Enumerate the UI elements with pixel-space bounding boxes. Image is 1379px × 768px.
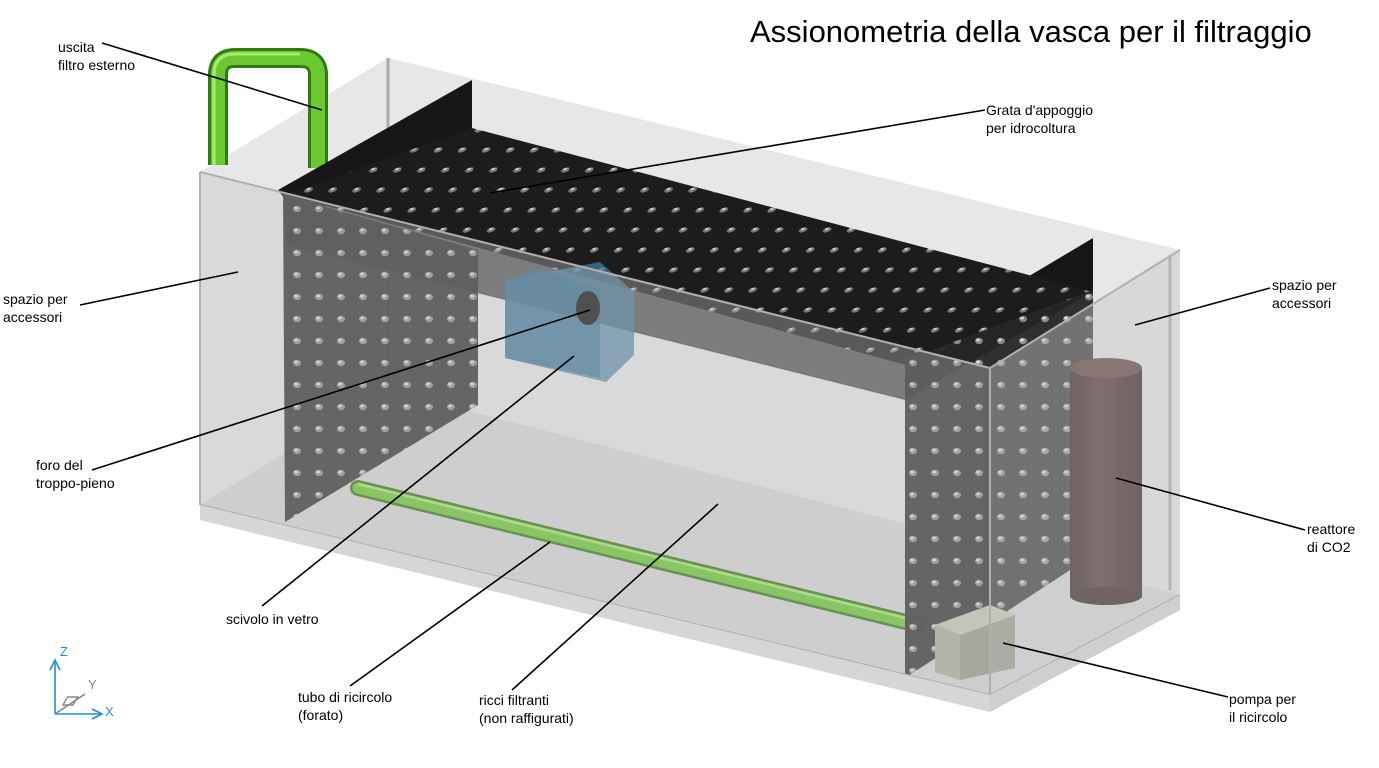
leader-foro	[91, 309, 591, 471]
recirculation-pump	[935, 605, 1015, 680]
axis-y-label: Y	[88, 677, 97, 692]
tank-glass-front	[199, 171, 1181, 712]
label-reattore: reattore di CO2	[1307, 521, 1356, 555]
leader-reattore	[1115, 477, 1306, 531]
leader-scivolo	[261, 355, 575, 607]
axis-x-label: X	[105, 704, 114, 719]
leader-pompa	[1002, 642, 1229, 698]
label-spazio-sinistra: spazio per accessori	[3, 291, 68, 325]
leader-lines	[79, 42, 1306, 698]
overflow-hole	[576, 291, 600, 325]
leader-spazio-sinistra	[79, 271, 239, 306]
leader-ricci	[511, 503, 719, 691]
glass-slide	[505, 262, 634, 382]
label-ricci: ricci filtranti (non raffigurati)	[479, 692, 574, 726]
label-grata: Grata d'appoggio per idrocoltura	[986, 102, 1093, 136]
leader-uscita	[101, 42, 323, 111]
leader-tubo	[349, 541, 551, 687]
label-spazio-destra: spazio per accessori	[1272, 277, 1337, 311]
label-uscita-filtro: uscita filtro esterno	[58, 39, 136, 73]
diagram-title: Assionometria della vasca per il filtrag…	[750, 14, 1312, 49]
label-tubo: tubo di ricircolo (forato)	[298, 689, 393, 723]
leader-spazio-destra	[1134, 287, 1271, 326]
label-pompa: pompa per il ricircolo	[1229, 691, 1296, 725]
external-filter-pipe	[208, 48, 328, 168]
axis-triad	[49, 658, 104, 720]
label-foro: foro del troppo-pieno	[36, 457, 115, 491]
recirculation-pipe	[350, 480, 926, 633]
leader-grata	[489, 109, 986, 194]
axis-z-label: Z	[60, 644, 68, 659]
label-scivolo: scivolo in vetro	[226, 611, 319, 627]
